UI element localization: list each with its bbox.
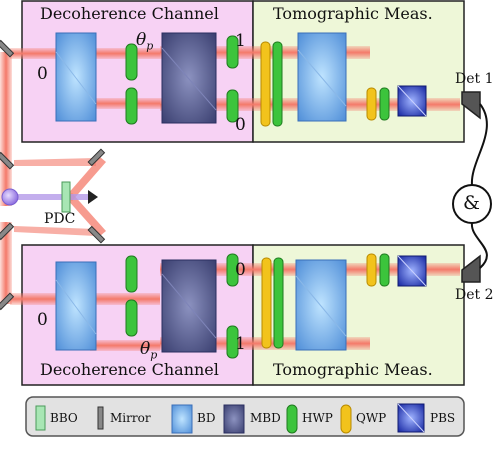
bd-bottom-icon bbox=[55, 261, 97, 351]
det2-label: Det 2 bbox=[455, 287, 494, 303]
bd-top-meas-icon bbox=[297, 32, 347, 122]
beam-segment bbox=[66, 193, 106, 236]
legend-box bbox=[25, 396, 465, 437]
det1-label: Det 1 bbox=[455, 71, 494, 87]
coincidence-unit-icon bbox=[452, 184, 492, 224]
theta-p-top-label: θp bbox=[136, 30, 154, 53]
detection bbox=[452, 91, 492, 283]
legend-mbd-icon bbox=[223, 404, 245, 434]
beam-segment bbox=[14, 158, 96, 166]
hwp-icon bbox=[226, 325, 239, 359]
theta-p-bottom-label: θp bbox=[140, 339, 158, 362]
qwp-icon bbox=[366, 253, 377, 287]
legend-label-mirror: Mirror bbox=[110, 411, 151, 425]
mirror-icon bbox=[0, 39, 15, 58]
port-label-top-out-upper: 1 bbox=[235, 31, 246, 51]
hwp-icon bbox=[379, 87, 390, 121]
port-label-top-in: 0 bbox=[37, 64, 48, 84]
pump-beam bbox=[10, 194, 90, 200]
top-arm-components bbox=[55, 32, 427, 127]
mbd-top-icon bbox=[161, 32, 217, 124]
bottom-channel-title: Decoherence Channel bbox=[40, 360, 219, 379]
pdc-label: PDC bbox=[44, 211, 76, 227]
mbd-diagonal bbox=[161, 47, 217, 111]
hwp-icon bbox=[125, 43, 138, 81]
qwp-icon bbox=[260, 41, 271, 127]
bd-top-icon bbox=[55, 32, 97, 122]
hwp-icon bbox=[226, 35, 239, 69]
coincidence-label: & bbox=[463, 192, 480, 214]
pump-source bbox=[1, 181, 98, 213]
hwp-icon bbox=[272, 41, 283, 127]
legend bbox=[25, 396, 465, 437]
bd-diagonal bbox=[55, 279, 97, 335]
top-meas-title: Tomographic Meas. bbox=[273, 4, 433, 23]
beam-segment bbox=[14, 226, 96, 236]
legend-label-bd: BD bbox=[197, 411, 216, 425]
pbs-diagonal bbox=[397, 255, 427, 287]
qwp-icon bbox=[366, 87, 377, 121]
bottom-meas-title: Tomographic Meas. bbox=[273, 360, 433, 379]
port-label-bottom-in: 0 bbox=[37, 310, 48, 330]
bd-diagonal bbox=[295, 275, 347, 337]
beam-segment bbox=[90, 340, 160, 351]
beam-segment bbox=[66, 157, 106, 201]
bd-bottom-meas-icon bbox=[295, 259, 347, 351]
port-label-bottom-out-upper: 0 bbox=[235, 260, 246, 280]
beam-segment bbox=[90, 98, 160, 109]
beam-dump-icon bbox=[88, 190, 98, 204]
bd-diagonal bbox=[297, 49, 347, 107]
port-label-bottom-out-lower: 1 bbox=[235, 334, 246, 354]
hwp-icon bbox=[125, 87, 138, 125]
legend-qwp-icon bbox=[340, 404, 352, 434]
bd-diagonal bbox=[55, 51, 97, 105]
pbs-diagonal bbox=[397, 403, 425, 433]
bbo-crystal-icon bbox=[61, 181, 71, 213]
beam-segment bbox=[0, 222, 12, 304]
coincidence-wire bbox=[470, 222, 488, 269]
beam-segment bbox=[0, 52, 12, 206]
legend-label-bbo: BBO bbox=[50, 411, 78, 425]
hwp-icon bbox=[125, 299, 138, 337]
pump-laser-icon bbox=[1, 188, 19, 206]
coincidence-wire bbox=[470, 103, 488, 186]
hwp-icon bbox=[125, 255, 138, 293]
legend-label-hwp: HWP bbox=[302, 411, 333, 425]
mirrors bbox=[0, 39, 106, 311]
mirror-icon bbox=[87, 225, 106, 244]
qwp-icon bbox=[261, 257, 272, 349]
legend-bbo-icon bbox=[35, 405, 46, 431]
mirror-icon bbox=[0, 292, 15, 311]
pbs-diagonal bbox=[397, 85, 427, 117]
port-label-top-out-lower: 0 bbox=[235, 115, 246, 135]
mirror-icon bbox=[0, 151, 15, 170]
detector-2-icon bbox=[461, 254, 481, 283]
legend-label-qwp: QWP bbox=[356, 411, 387, 425]
mbd-diagonal bbox=[161, 273, 217, 339]
legend-bd-icon bbox=[171, 404, 193, 434]
legend-label-pbs: PBS bbox=[430, 411, 456, 425]
top-channel-title: Decoherence Channel bbox=[40, 4, 219, 23]
hwp-icon bbox=[273, 257, 284, 349]
hwp-icon bbox=[226, 89, 239, 123]
legend-hwp-icon bbox=[286, 404, 298, 434]
legend-label-mbd: MBD bbox=[250, 411, 281, 425]
hwp-icon bbox=[226, 253, 239, 287]
bottom-arm-components bbox=[55, 253, 427, 359]
mirror-icon bbox=[0, 222, 15, 241]
legend-mirror-icon bbox=[97, 406, 104, 430]
detector-1-icon bbox=[461, 91, 481, 120]
top-meas-panel bbox=[252, 0, 465, 143]
mirror-icon bbox=[87, 148, 106, 167]
hwp-icon bbox=[379, 253, 390, 287]
